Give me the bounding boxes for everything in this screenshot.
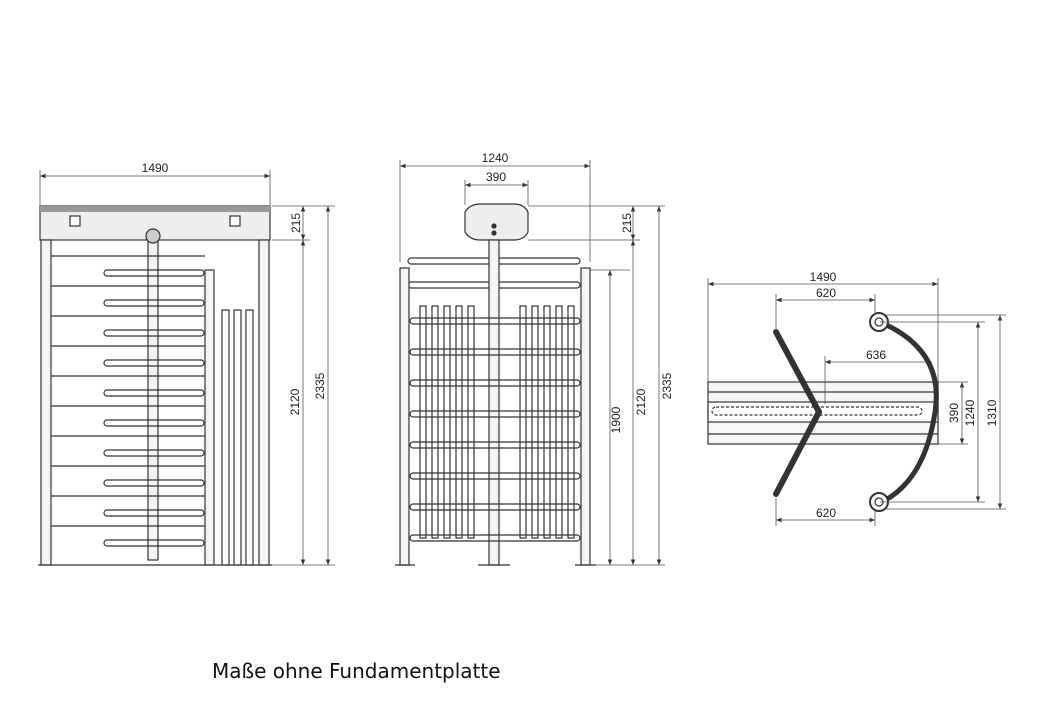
side-arm: [409, 410, 581, 418]
side-arm: [409, 441, 581, 449]
side-arm: [409, 317, 581, 325]
top-guard-upper: [879, 319, 939, 413]
top-center-rail: [707, 401, 939, 423]
side-vertical-bar: [419, 305, 427, 539]
front-gate-post: [204, 269, 215, 566]
side-grid: [409, 305, 581, 542]
front-post-right: [258, 239, 270, 566]
side-dimensions: [399, 160, 665, 566]
top-arm-span-top-label: 620: [816, 286, 836, 300]
top-width-label: 1490: [810, 270, 837, 284]
side-post-right: [580, 267, 591, 566]
front-post-left: [40, 239, 52, 566]
front-arm-end: [103, 419, 205, 427]
front-arm-end: [103, 299, 205, 307]
front-bar-3: [245, 309, 254, 566]
side-head-width-label: 390: [486, 170, 506, 184]
front-lamp-right: [229, 215, 241, 227]
side-frame-height-label: 2120: [634, 388, 648, 415]
side-vertical-bar: [455, 305, 463, 539]
side-head: [464, 203, 529, 241]
top-arm-reach-label: 636: [866, 348, 886, 362]
top-arm-span-bottom-label: 620: [816, 506, 836, 520]
front-lamp-left: [69, 215, 81, 227]
front-bar-2: [233, 309, 242, 566]
top-outer-depth-label: 1310: [985, 399, 999, 426]
side-post-left: [399, 267, 410, 566]
side-vertical-bar: [431, 305, 439, 539]
side-arm: [409, 503, 581, 511]
side-total-height-label: 2335: [660, 372, 674, 399]
side-arm: [409, 348, 581, 356]
side-arm: [409, 472, 581, 480]
front-arm-end: [103, 539, 205, 547]
front-top-height-label: 215: [289, 213, 303, 233]
side-arm: [409, 379, 581, 387]
top-arm-upper: [773, 329, 822, 415]
side-head-dot-1: [491, 223, 497, 229]
front-total-height-label: 2335: [313, 372, 327, 399]
top-inner-depth-label: 1240: [963, 399, 977, 426]
side-vertical-bar: [543, 305, 551, 539]
front-dimensions: [39, 170, 335, 566]
front-arm-end: [103, 479, 205, 487]
side-arm: [409, 534, 581, 542]
top-guard-lower: [880, 411, 938, 505]
front-arm-end: [103, 359, 205, 367]
front-rotor-post: [147, 239, 159, 561]
side-vertical-bar: [531, 305, 539, 539]
side-top-height-label: 215: [620, 213, 634, 233]
side-vertical-bar: [555, 305, 563, 539]
side-center-post: [488, 239, 500, 566]
caption: Maße ohne Fundamentplatte: [212, 659, 501, 683]
top-passage-width-label: 390: [947, 403, 961, 423]
front-width-label: 1490: [142, 161, 169, 175]
side-head-dot-2: [491, 230, 497, 236]
top-view: [707, 312, 939, 512]
front-arm-end: [103, 269, 205, 277]
front-arm-end: [103, 509, 205, 517]
side-view: [395, 203, 596, 566]
front-bar-1: [221, 309, 230, 566]
top-dimensions: [707, 278, 1006, 526]
side-arm-height-label: 1900: [609, 406, 623, 433]
top-arm-lower: [773, 409, 822, 497]
front-arms: [51, 255, 205, 547]
front-rotor-cap: [145, 228, 161, 244]
side-vertical-bar: [567, 305, 575, 539]
front-arm-end: [103, 449, 205, 457]
side-vertical-bar: [519, 305, 527, 539]
side-width-label: 1240: [482, 151, 509, 165]
front-top-cap: [40, 206, 270, 212]
side-vertical-bar: [443, 305, 451, 539]
front-view: [38, 205, 272, 566]
front-arm-end: [103, 389, 205, 397]
front-frame-height-label: 2120: [288, 388, 302, 415]
front-arm-end: [103, 329, 205, 337]
side-vertical-bar: [467, 305, 475, 539]
